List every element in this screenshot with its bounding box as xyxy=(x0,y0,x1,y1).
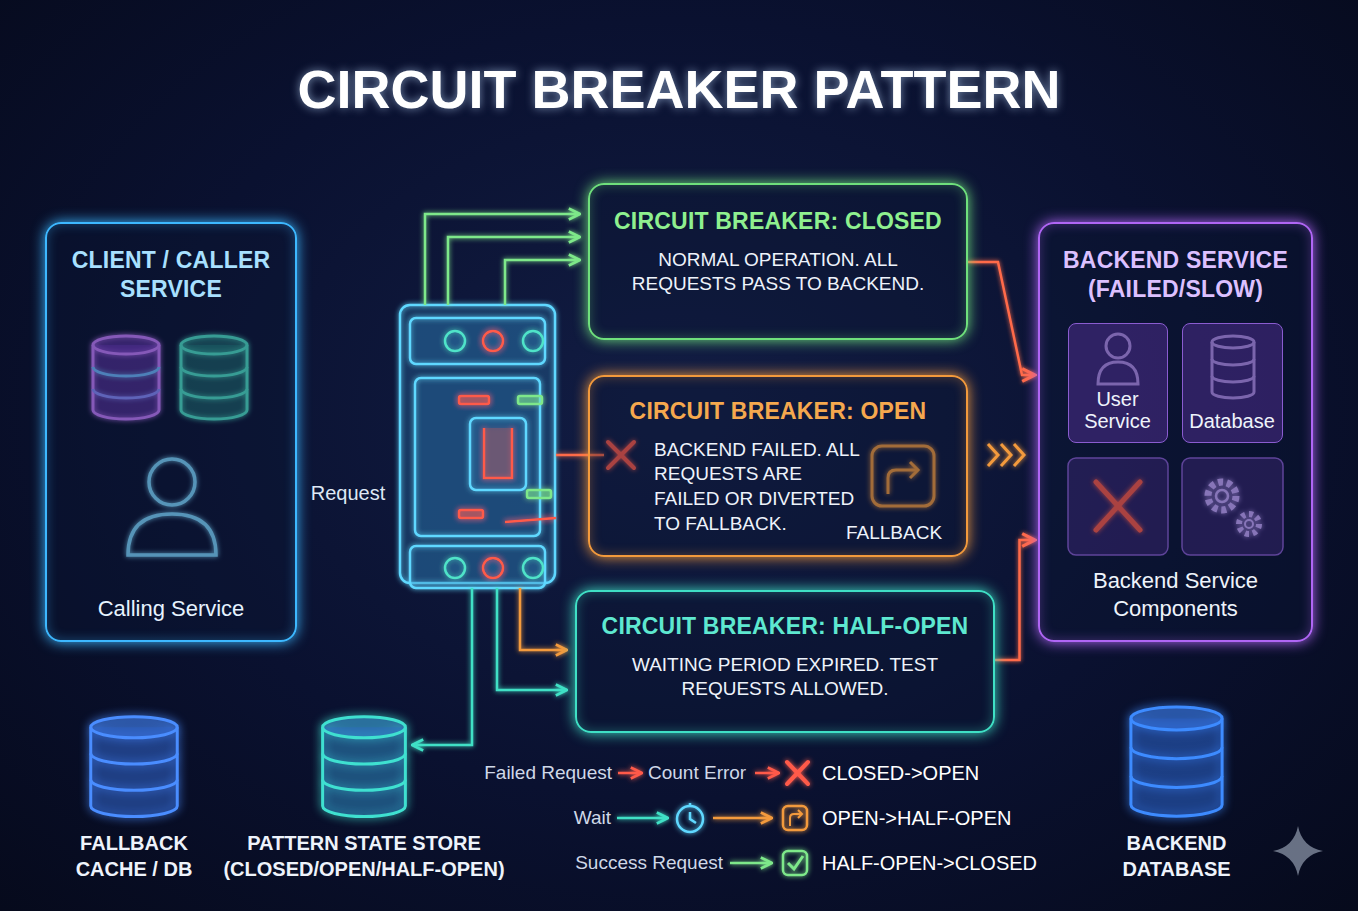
database-cylinder: BACKEND DATABASE xyxy=(1128,705,1225,820)
breaker-illustration xyxy=(527,490,551,498)
cylinder-outline xyxy=(91,727,177,816)
breaker-illustration xyxy=(470,418,526,490)
breaker-wire xyxy=(497,588,567,690)
node-heading: FALLBACK CACHE / DB xyxy=(59,830,209,882)
cylinder-outline xyxy=(320,715,408,820)
transition-key-icons xyxy=(690,803,696,823)
watermark-star xyxy=(1273,826,1323,876)
component-tile: User Service xyxy=(1068,323,1168,443)
node-text: NORMAL OPERATION. ALL REQUESTS PASS TO B… xyxy=(613,248,943,297)
breaker-illustration xyxy=(410,318,545,364)
node-text: Calling Service xyxy=(98,595,245,624)
transition-key-icons xyxy=(783,806,807,830)
half-open-state-box: CIRCUIT BREAKER: HALF-OPEN WAITING PERIOD… xyxy=(575,590,995,733)
transition-key-text: Success Request xyxy=(575,852,723,874)
cylinder-outline xyxy=(91,717,177,738)
transition-key-text: Wait xyxy=(574,807,611,829)
cylinder-outline xyxy=(91,754,177,764)
transition-key-icons xyxy=(617,817,668,820)
diagram-title: CIRCUIT BREAKER PATTERN xyxy=(0,58,1358,120)
node-heading: PATTERN STATE STORE (CLOSED/OPEN/HALF-OP… xyxy=(214,830,514,882)
connector xyxy=(995,540,1035,660)
breaker-wire xyxy=(425,214,580,305)
connector xyxy=(968,454,1035,457)
node-text: Backend Service Components xyxy=(1050,567,1301,624)
breaker-illustration xyxy=(445,331,465,351)
state-store-cylinder: PATTERN STATE STORE (CLOSED/OPEN/HALF-OP… xyxy=(320,715,408,820)
node-heading: BACKEND DATABASE xyxy=(1097,830,1257,882)
transition-key-text: HALF-OPEN->CLOSED xyxy=(822,852,1037,875)
cylinder-outline xyxy=(1131,707,1222,730)
request-arrow xyxy=(308,454,390,457)
cylinder-outline xyxy=(323,780,406,790)
breaker-illustration xyxy=(505,518,556,522)
connector xyxy=(180,769,320,772)
component-tile: Database xyxy=(1182,323,1283,443)
breaker-illustration xyxy=(459,396,489,404)
node-text: FALLBACK xyxy=(846,521,942,546)
node-heading: CIRCUIT BREAKER: OPEN xyxy=(608,397,948,426)
cylinder-outline xyxy=(1128,705,1225,820)
transition-key-icons xyxy=(730,862,772,865)
transition-key-icons xyxy=(713,817,772,820)
breaker-illustration xyxy=(410,546,545,588)
breaker-wire xyxy=(448,237,580,305)
breaker-illustration xyxy=(483,558,503,578)
breaker-wire xyxy=(505,260,580,305)
connector xyxy=(968,262,1035,375)
cylinder-outline xyxy=(1131,718,1222,816)
cylinder-outline xyxy=(323,717,406,738)
cylinder-outline xyxy=(91,780,177,790)
breaker-illustration xyxy=(400,305,556,588)
node-heading: CIRCUIT BREAKER: CLOSED xyxy=(614,207,942,236)
connector xyxy=(1175,642,1178,705)
node-text: BACKEND FAILED. ALL REQUESTS ARE FAILED … xyxy=(654,438,868,537)
breaker-wire xyxy=(412,588,472,745)
transition-key-text: CLOSED->OPEN xyxy=(822,762,979,785)
breaker-wire xyxy=(520,588,567,650)
breaker-illustration xyxy=(445,558,465,578)
transition-key-text: OPEN->HALF-OPEN xyxy=(822,807,1011,830)
node-heading: CLIENT / CALLER SERVICE xyxy=(57,246,285,304)
cylinder-outline xyxy=(323,754,406,764)
closed-state-box: CIRCUIT BREAKER: CLOSED NORMAL OPERATION.… xyxy=(588,183,968,340)
breaker-illustration xyxy=(484,428,512,478)
breaker-illustration xyxy=(523,558,543,578)
transition-key-icons xyxy=(787,762,808,784)
cylinder-outline xyxy=(88,715,180,820)
transition-key-icons xyxy=(618,772,642,775)
breaker-illustration xyxy=(400,305,555,583)
node-heading: CIRCUIT BREAKER: HALF-OPEN xyxy=(602,612,969,641)
client-panel: CLIENT / CALLER SERVICE Calling Service xyxy=(45,222,297,642)
breaker-illustration xyxy=(518,396,542,404)
transition-key-icons xyxy=(790,810,802,826)
node-text: WAITING PERIOD EXPIRED. TEST REQUESTS AL… xyxy=(620,653,950,702)
transition-key-icons xyxy=(783,851,807,875)
cylinder-outline xyxy=(1131,776,1222,787)
cylinder-outline xyxy=(323,727,406,816)
node-heading: Database xyxy=(1189,410,1275,432)
cylinder-outline xyxy=(1131,747,1222,758)
flow-label: Request xyxy=(311,482,386,505)
open-state-box: CIRCUIT BREAKER: OPEN BACKEND FAILED. ALL… xyxy=(588,375,968,557)
backend-panel: BACKEND SERVICE (FAILED/SLOW) Backend Ser… xyxy=(1038,222,1313,642)
transition-key-icons xyxy=(788,856,803,869)
node-heading: User Service xyxy=(1073,388,1163,432)
transition-key-icons xyxy=(755,772,779,775)
transition-key-text: Count Error xyxy=(648,762,746,784)
node-heading: BACKEND SERVICE (FAILED/SLOW) xyxy=(1050,246,1301,304)
transition-key-icons xyxy=(565,862,574,865)
transition-key-text: Failed Request xyxy=(484,762,612,784)
breaker-illustration xyxy=(483,331,503,351)
cache-cylinder: FALLBACK CACHE / DB xyxy=(88,715,180,820)
breaker-illustration xyxy=(523,331,543,351)
breaker-illustration xyxy=(459,510,483,518)
